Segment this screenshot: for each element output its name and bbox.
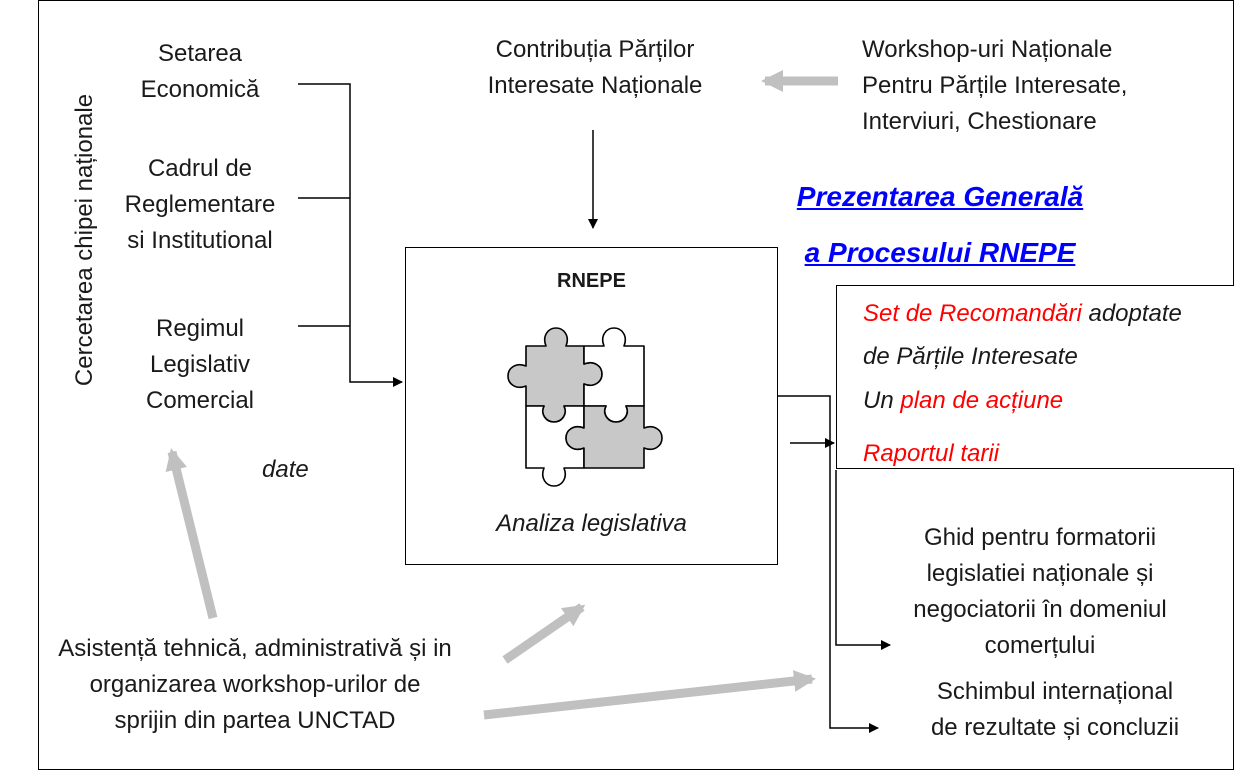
overview-title-line1[interactable]: Prezentarea Generală — [796, 181, 1084, 212]
input-legislative-line1: Regimul — [155, 315, 245, 342]
assistance-arrow-up — [165, 448, 218, 620]
input-legislative-line2: Legislativ — [149, 351, 251, 378]
output-line — [778, 395, 879, 733]
assistance-arrow-outputs — [483, 670, 816, 720]
guide-text: Ghid pentru formatorii legislatiei națio… — [870, 520, 1210, 664]
rnepe-title: RNEPE — [557, 270, 626, 292]
result-un: Un — [863, 387, 901, 414]
input-economic-line2: Economică — [140, 76, 260, 103]
stakeholders-line2: Interesate Naționale — [487, 72, 703, 99]
workshops-line3: Interviuri, Chestionare — [862, 108, 1097, 135]
guide-line1: Ghid pentru formatorii — [923, 524, 1157, 551]
output-arrow-guide — [835, 470, 891, 650]
rnepe-box: RNEPE Analiza legislativa — [405, 247, 778, 565]
result-adopted: adoptate — [1081, 300, 1182, 327]
input-legislative-line3: Comercial — [145, 387, 255, 414]
input-regulatory-line1: Cadrul de — [147, 155, 253, 182]
guide-line2: legislatiei naționale și — [926, 560, 1154, 587]
result-line-1: Set de Recomandări adoptate — [863, 300, 1182, 328]
result-line-2: de Părțile Interesate — [863, 343, 1078, 370]
bracket-line — [298, 83, 403, 387]
workshops-line2: Pentru Părțile Interesate, — [862, 72, 1128, 99]
overview-title-line2[interactable]: a Procesului RNEPE — [804, 237, 1076, 268]
input-economic-line1: Setarea — [157, 40, 243, 67]
results-box: Set de Recomandări adoptate de Părțile I… — [836, 285, 1234, 469]
exchange-text: Schimbul internațional de rezultate și c… — [895, 674, 1215, 746]
result-action-plan: plan de acțiune — [900, 387, 1064, 414]
stakeholders-text: Contribuția Părților Interesate Național… — [455, 32, 735, 104]
stakeholders-line1: Contribuția Părților — [495, 36, 695, 63]
exchange-line2: de rezultate și concluzii — [930, 714, 1180, 741]
input-regulatory-line2: Reglementare — [124, 191, 276, 218]
guide-line4: comerțului — [984, 632, 1096, 659]
assistance-arrow-box — [502, 603, 586, 664]
guide-line3: negociatorii în domeniul — [913, 596, 1167, 623]
input-regulatory: Cadrul de Reglementare si Institutional — [95, 151, 305, 259]
workshops-text: Workshop-uri Naționale Pentru Părțile In… — [862, 32, 1127, 140]
rnepe-caption: Analiza legislativa — [496, 510, 687, 537]
input-economic: Setarea Economică — [95, 36, 305, 108]
result-recommendations: Set de Recomandări — [863, 300, 1082, 327]
puzzle-icon — [507, 327, 663, 487]
input-legislative: Regimul Legislativ Comercial — [95, 311, 305, 419]
assistance-line2: organizarea workshop-urilor de — [89, 671, 421, 698]
assistance-line3: sprijin din partea UNCTAD — [114, 707, 396, 734]
workshops-line1: Workshop-uri Naționale — [862, 36, 1113, 63]
assistance-line1: Asistență tehnică, administrativă și in — [58, 635, 452, 662]
result-line-4: Raportul tarii — [863, 440, 1000, 467]
exchange-line1: Schimbul internațional — [936, 678, 1174, 705]
assistance-text: Asistență tehnică, administrativă și in … — [30, 631, 480, 739]
result-line-3: Un plan de acțiune — [863, 387, 1063, 415]
date-label: date — [262, 456, 309, 483]
input-regulatory-line3: si Institutional — [127, 227, 273, 254]
